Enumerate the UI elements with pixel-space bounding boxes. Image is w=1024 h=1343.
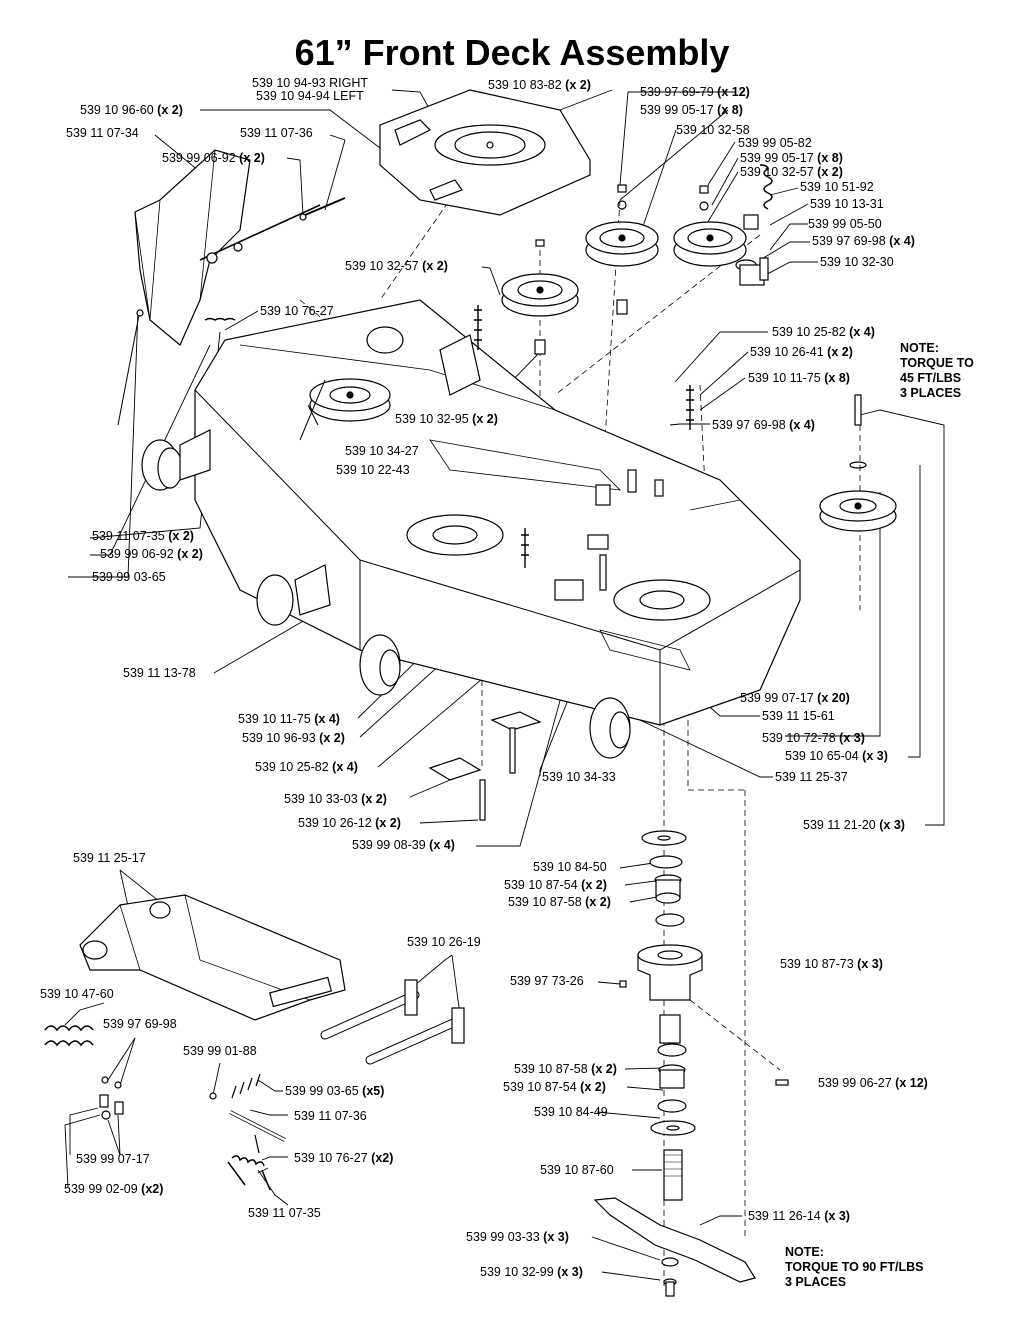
part-label: 539 10 26-19	[407, 935, 481, 949]
deck-pulley-left	[309, 378, 391, 422]
part-label: 539 10 47-60	[40, 987, 114, 1001]
part-label: 539 10 87-54 (x 2)	[503, 1080, 606, 1094]
torque-note-90: NOTE: TORQUE TO 90 FT/LBS 3 PLACES	[785, 1245, 924, 1289]
part-label: 539 10 33-03 (x 2)	[284, 792, 387, 806]
part-label: 539 11 07-35 (x 2)	[92, 529, 194, 543]
mower-deck-shell	[194, 299, 801, 726]
part-label: 539 99 03-65 (x5)	[285, 1084, 385, 1098]
spring-and-hardware	[44, 1025, 286, 1191]
part-label: 539 11 26-14 (x 3)	[748, 1209, 850, 1223]
part-label: 539 99 06-27 (x 12)	[818, 1076, 928, 1090]
part-label: 539 11 07-34	[66, 126, 139, 140]
part-label: 539 97 69-98 (x 4)	[812, 234, 915, 248]
anti-scalp-hardware	[428, 711, 542, 821]
part-label: 539 99 05-17 (x 8)	[640, 103, 743, 117]
part-label: 539 10 11-75 (x 4)	[238, 712, 340, 726]
part-label: 539 10 22-43	[336, 463, 410, 477]
part-label: 539 99 05-50	[808, 217, 882, 231]
part-label: 539 99 03-33 (x 3)	[466, 1230, 569, 1244]
part-label: 539 10 96-60 (x 2)	[80, 103, 183, 117]
part-label: 539 10 34-27	[345, 444, 419, 458]
part-label: 539 10 87-54 (x 2)	[504, 878, 607, 892]
part-label: 539 97 69-79 (x 12)	[640, 85, 750, 99]
pivot-rods	[320, 979, 465, 1065]
part-label: 539 99 01-88	[183, 1044, 257, 1058]
part-label: 539 97 69-98 (x 4)	[712, 418, 815, 432]
part-label: 539 10 26-41 (x 2)	[750, 345, 853, 359]
part-label: 539 99 03-65	[92, 570, 166, 584]
part-label: 539 10 87-73 (x 3)	[780, 957, 883, 971]
part-label: 539 10 87-60	[540, 1163, 614, 1177]
part-label: 539 11 07-36	[294, 1109, 367, 1123]
part-label: 539 10 32-30	[820, 255, 894, 269]
part-label: 539 99 06-92 (x 2)	[162, 151, 265, 165]
part-label: 539 10 94-93 RIGHT	[252, 76, 369, 90]
torque-note-45: NOTE: TORQUE TO 45 FT/LBS 3 PLACES	[900, 341, 974, 400]
part-label: 539 99 05-17 (x 8)	[740, 151, 843, 165]
part-label: 539 10 13-31	[810, 197, 884, 211]
part-label: 539 10 84-49	[534, 1105, 608, 1119]
part-label: 539 10 32-95 (x 2)	[395, 412, 498, 426]
part-label: 539 10 84-50	[533, 860, 607, 874]
deck-pulley-right	[819, 394, 897, 532]
chute-tie-rod	[117, 309, 236, 426]
part-label: 539 99 07-17 (x 20)	[740, 691, 850, 705]
part-label: 539 10 32-57 (x 2)	[345, 259, 448, 273]
part-label: 539 10 87-58 (x 2)	[514, 1062, 617, 1076]
part-label: 539 99 07-17	[76, 1152, 150, 1166]
part-label: 539 10 87-58 (x 2)	[508, 895, 611, 909]
idler-pulley-left	[501, 239, 579, 355]
deck-cover-plate	[379, 89, 591, 216]
discharge-chute	[134, 149, 346, 346]
part-label: 539 10 26-12 (x 2)	[298, 816, 401, 830]
part-label: 539 10 83-82 (x 2)	[488, 78, 591, 92]
part-label: 539 10 25-82 (x 4)	[255, 760, 358, 774]
part-label: 539 10 76-27	[260, 304, 334, 318]
part-label: 539 10 51-92	[800, 180, 874, 194]
idler-arm-spring	[735, 164, 773, 286]
part-label: 539 10 25-82 (x 4)	[772, 325, 875, 339]
part-label: 539 11 25-37	[775, 770, 848, 784]
part-label: 539 99 06-92 (x 2)	[100, 547, 203, 561]
spindle-assembly	[619, 830, 789, 1201]
part-label: 539 10 34-33	[542, 770, 616, 784]
part-label: 539 10 72-78 (x 3)	[762, 731, 865, 745]
pulley-center	[585, 184, 659, 315]
mower-blade	[593, 1197, 756, 1297]
part-label: 539 99 02-09 (x2)	[64, 1182, 164, 1196]
part-label: 539 10 32-58	[676, 123, 750, 137]
part-label: 539 99 05-82	[738, 136, 812, 150]
part-label: 539 11 21-20 (x 3)	[803, 818, 905, 832]
deck-chains	[299, 305, 694, 568]
part-label: 539 10 11-75 (x 8)	[748, 371, 850, 385]
part-label: 539 11 15-61	[762, 709, 835, 723]
page-title: 61” Front Deck Assembly	[294, 32, 730, 73]
part-label: 539 97 69-98	[103, 1017, 177, 1031]
part-label: 539 11 25-17	[73, 851, 146, 865]
deck-hanger-bracket	[79, 894, 346, 1021]
part-label: 539 97 73-26	[510, 974, 584, 988]
part-label: 539 10 76-27 (x2)	[294, 1151, 394, 1165]
part-label: 539 10 96-93 (x 2)	[242, 731, 345, 745]
part-label: 539 10 94-94 LEFT	[256, 89, 364, 103]
part-label: 539 11 07-36	[240, 126, 313, 140]
part-label: 539 10 32-57 (x 2)	[740, 165, 843, 179]
part-label: 539 99 08-39 (x 4)	[352, 838, 455, 852]
part-label: 539 10 32-99 (x 3)	[480, 1265, 583, 1279]
part-label: 539 11 13-78	[123, 666, 196, 680]
part-label: 539 10 65-04 (x 3)	[785, 749, 888, 763]
pulley-right	[673, 185, 747, 267]
gauge-wheels	[141, 326, 631, 759]
part-label: 539 11 07-35	[248, 1206, 321, 1220]
